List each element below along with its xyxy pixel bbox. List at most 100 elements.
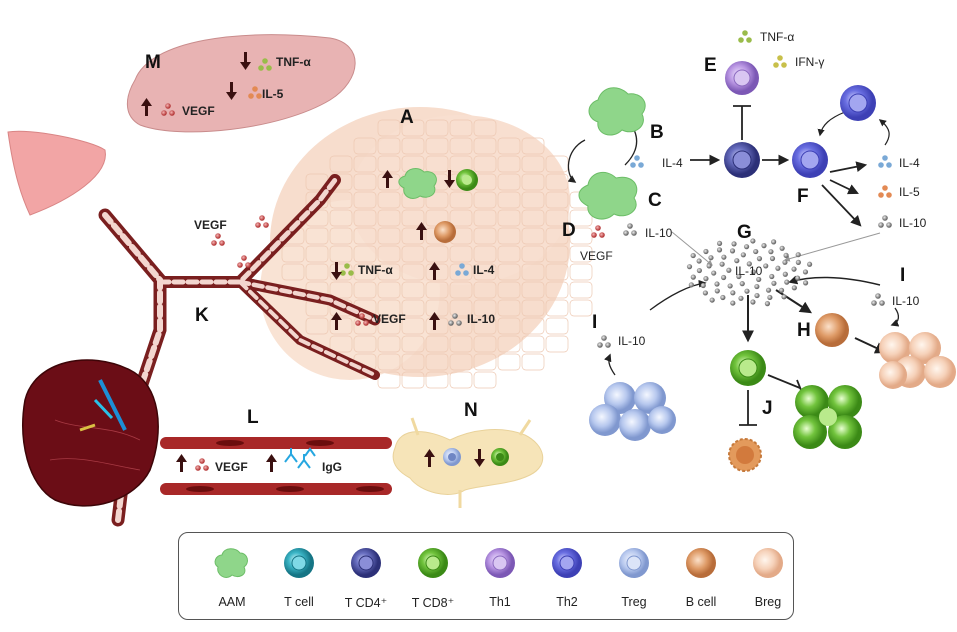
- legend-item-breg: Breg: [733, 533, 803, 619]
- liver-organ: [7, 130, 106, 216]
- down-arrow-tnf-m: [240, 52, 251, 70]
- tnf-dots-a: [340, 263, 354, 276]
- vessel-l: [160, 437, 392, 495]
- legend-label-b-cell: B cell: [685, 595, 717, 609]
- liver-il10-label: IL-10: [467, 312, 496, 326]
- il4-dots-f: [878, 155, 892, 168]
- panel-label-h: H: [797, 320, 811, 341]
- b-cell-h: [815, 313, 849, 347]
- dark-liver-organ: [22, 359, 159, 507]
- il10-dots-a: [448, 313, 462, 326]
- il10-dots-i-left: [597, 335, 611, 348]
- treg-cluster: [589, 382, 676, 441]
- legend-item-t-cell: T cell: [264, 533, 334, 619]
- cd4-cell-icon: [351, 548, 381, 578]
- aam-icon: [214, 548, 248, 578]
- b-cell-a: [434, 221, 456, 243]
- down-arrow-il5-m: [226, 82, 237, 100]
- panel-label-l: L: [247, 407, 259, 428]
- up-arrow-vegf-a: [331, 312, 342, 330]
- panel-label-a: A: [400, 107, 414, 128]
- regulation-arrows: [141, 52, 485, 472]
- vegf-dots-k1: [255, 215, 269, 228]
- legend-item-th2: Th2: [532, 533, 602, 619]
- c-il10-label: IL-10: [645, 226, 673, 240]
- t-cell-icon: [284, 548, 314, 578]
- il10-dots-i-right: [871, 293, 885, 306]
- liver-il4-label: IL-4: [473, 263, 495, 277]
- hepatocyte-grid: [281, 119, 593, 389]
- down-arrow-cd8-n: [474, 449, 485, 467]
- legend-item-cd4: T CD4⁺: [331, 533, 401, 619]
- f-il10-label: IL-10: [899, 216, 927, 230]
- panel-label-b: B: [650, 122, 664, 143]
- up-arrow-aam-a: [382, 170, 393, 188]
- vegf-dots-l: [195, 458, 209, 471]
- legend-label-th2: Th2: [556, 595, 578, 609]
- legend-label-breg: Breg: [754, 595, 782, 609]
- panel-label-g: G: [737, 222, 752, 243]
- d-vegf-label: VEGF: [580, 249, 613, 263]
- panel-label-c: C: [648, 190, 662, 211]
- aam-cell-a: [398, 168, 437, 199]
- b-il4-label: IL-4: [662, 156, 683, 170]
- spleen-shape: [126, 34, 356, 133]
- cell-type-legend: AAM T cell T CD4⁺ T CD8⁺ Th1 Th2 Treg B …: [178, 532, 794, 620]
- vegf-dots-d: [591, 225, 605, 238]
- vegf-dots-k2: [211, 233, 225, 246]
- th2-cell-icon: [552, 548, 582, 578]
- igg-antibodies: [284, 447, 316, 469]
- panel-label-d: D: [562, 220, 576, 241]
- cd8-cell-icon: [418, 548, 448, 578]
- panel-label-f: F: [797, 186, 809, 207]
- up-arrow-igg-l: [266, 454, 277, 472]
- tnf-dots-m: [258, 58, 272, 71]
- panel-label-m: M: [145, 52, 161, 73]
- il4-dots-a: [455, 263, 469, 276]
- f-il5-label: IL-5: [899, 185, 920, 199]
- legend-item-aam: AAM: [197, 533, 267, 619]
- aam-cell-c: [578, 171, 638, 220]
- up-arrow-il4-a: [429, 262, 440, 280]
- liver-vegf-label: VEGF: [373, 312, 406, 326]
- down-arrow-cd8-a: [444, 170, 455, 188]
- panel-label-k: K: [195, 305, 209, 326]
- cd8-cluster: [793, 385, 862, 449]
- legend-label-th1: Th1: [489, 595, 511, 609]
- up-arrow-treg-n: [424, 449, 435, 467]
- spleen-tnf-label: TNF-α: [276, 55, 311, 69]
- lymph-node-n: [392, 417, 544, 508]
- down-arrow-tnf-a: [331, 262, 342, 280]
- tnf-dots-e: [738, 30, 752, 43]
- il10-dots-c: [623, 223, 637, 236]
- up-arrow-vegf-l: [176, 454, 187, 472]
- e-tnf-label: TNF-α: [760, 30, 795, 44]
- legend-item-treg: Treg: [599, 533, 669, 619]
- pathway-arrows: [567, 105, 900, 426]
- spleen-il5-label: IL-5: [262, 87, 284, 101]
- e-ifn-label: IFN-γ: [795, 55, 825, 69]
- panel-label-j: J: [762, 398, 773, 419]
- vegf-dots-k3: [237, 255, 251, 268]
- cytokine-dots: [161, 30, 892, 471]
- pathway-cells: [578, 61, 876, 386]
- legend-item-cd8: T CD8⁺: [398, 533, 468, 619]
- panel-label-i-left: I: [592, 312, 598, 333]
- legend-label-cd8: T CD8⁺: [411, 596, 455, 610]
- treg-cell-icon: [619, 548, 649, 578]
- il4-dots-b: [630, 155, 644, 168]
- legend-label-aam: AAM: [218, 595, 246, 609]
- th1-cell-icon: [485, 548, 515, 578]
- legend-label-cd4: T CD4⁺: [344, 596, 388, 610]
- up-arrow-vegf-m: [141, 98, 152, 116]
- vessel-l-vegf-label: VEGF: [215, 460, 248, 474]
- up-arrow-b-a: [416, 222, 427, 240]
- vessel-l-igg-label: IgG: [322, 460, 342, 474]
- dead-cell: [728, 438, 762, 472]
- i-right-il10-label: IL-10: [892, 294, 920, 308]
- il5-dots-f: [878, 185, 892, 198]
- il5-dots-m: [248, 86, 262, 99]
- g-il10-label: IL-10: [735, 264, 763, 278]
- breg-cluster: [879, 332, 956, 389]
